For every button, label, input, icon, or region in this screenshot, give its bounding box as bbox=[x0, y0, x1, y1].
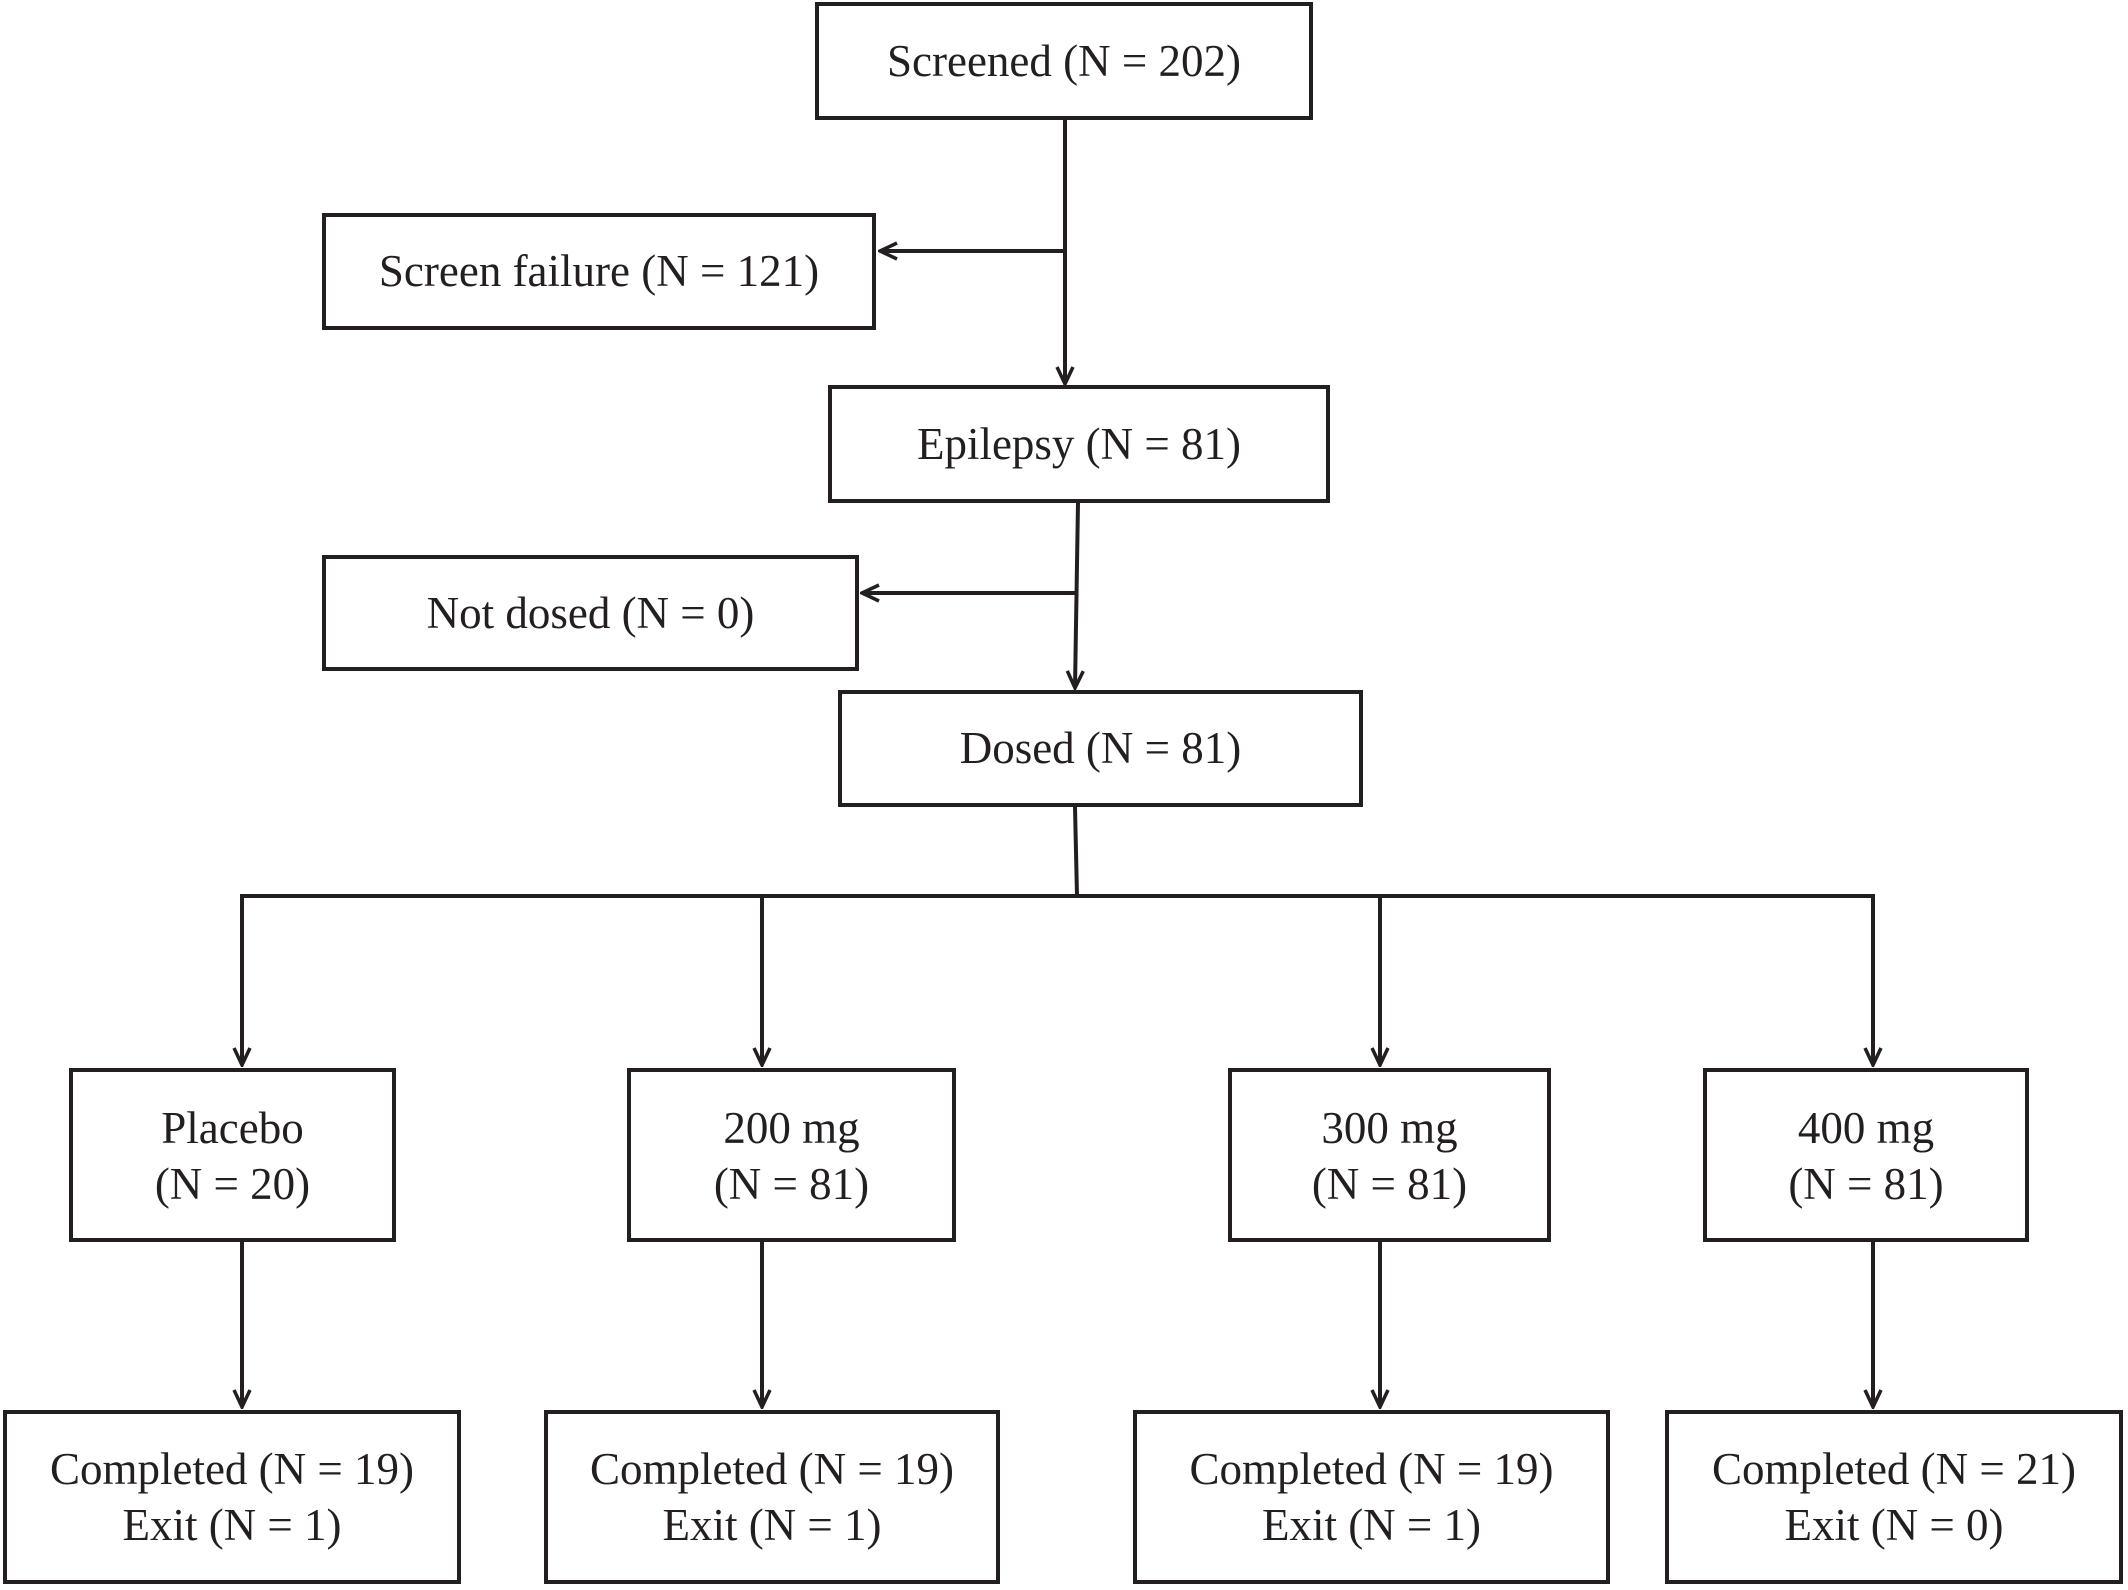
box-completed-400mg: Completed (N = 21) Exit (N = 0) bbox=[1665, 1410, 2123, 1584]
node-text-line: Epilepsy (N = 81) bbox=[916, 418, 1242, 469]
node-text-line: (N = 20) bbox=[154, 1159, 311, 1210]
box-screened: Screened (N = 202) bbox=[815, 2, 1313, 120]
node-text-line: (N = 81) bbox=[1788, 1159, 1944, 1210]
box-300mg: 300 mg (N = 81) bbox=[1228, 1068, 1551, 1242]
node-text-line: Completed (N = 19) bbox=[1189, 1443, 1554, 1494]
box-placebo: Placebo (N = 20) bbox=[69, 1068, 396, 1242]
node-text-line: Screen failure (N = 121) bbox=[378, 246, 820, 297]
node-text-line: Screened (N = 202) bbox=[886, 35, 1241, 86]
box-screen-failure: Screen failure (N = 121) bbox=[322, 213, 876, 330]
box-dosed: Dosed (N = 81) bbox=[838, 690, 1363, 807]
node-text-line: Dosed (N = 81) bbox=[959, 723, 1242, 774]
box-not-dosed: Not dosed (N = 0) bbox=[322, 555, 859, 671]
box-completed-placebo: Completed (N = 19) Exit (N = 1) bbox=[3, 1410, 461, 1584]
node-text-line: Exit (N = 1) bbox=[122, 1500, 342, 1550]
box-completed-200mg: Completed (N = 19) Exit (N = 1) bbox=[544, 1410, 1000, 1584]
node-text-line: 200 mg bbox=[723, 1103, 860, 1153]
node-text-line: Exit (N = 1) bbox=[1261, 1500, 1482, 1550]
node-text-line: (N = 81) bbox=[713, 1159, 870, 1210]
node-text-line: Not dosed (N = 0) bbox=[426, 587, 755, 638]
box-completed-300mg: Completed (N = 19) Exit (N = 1) bbox=[1133, 1410, 1610, 1584]
node-text-line: Completed (N = 19) bbox=[589, 1443, 955, 1494]
node-text-line: Placebo bbox=[161, 1103, 304, 1153]
line-dosed-to-branch bbox=[1073, 806, 1079, 897]
node-text-line: (N = 81) bbox=[1311, 1159, 1468, 1210]
node-text-line: Completed (N = 21) bbox=[1711, 1443, 2077, 1494]
box-epilepsy: Epilepsy (N = 81) bbox=[828, 385, 1330, 503]
box-400mg: 400 mg (N = 81) bbox=[1703, 1068, 2029, 1242]
node-text-line: Completed (N = 19) bbox=[49, 1443, 415, 1494]
node-text-line: 300 mg bbox=[1321, 1103, 1458, 1153]
node-text-line: Exit (N = 1) bbox=[662, 1500, 882, 1550]
box-200mg: 200 mg (N = 81) bbox=[627, 1068, 956, 1242]
node-text-line: 400 mg bbox=[1797, 1103, 1935, 1153]
node-text-line: Exit (N = 0) bbox=[1784, 1500, 2004, 1550]
